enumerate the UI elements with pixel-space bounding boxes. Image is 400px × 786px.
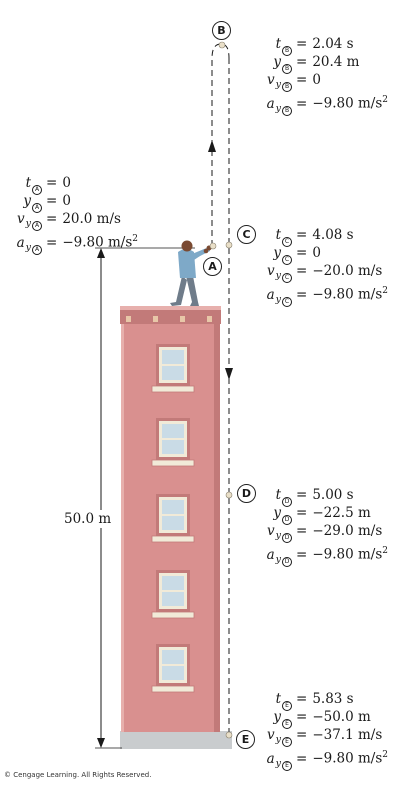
building-height-label: 50.0 m [62, 510, 114, 528]
ground [120, 731, 232, 749]
ball-d [225, 491, 233, 499]
variable-value: 5.00 s [312, 487, 354, 503]
variable-value: −50.0 m [312, 709, 371, 725]
window [151, 344, 195, 393]
variable-value: 0 [62, 175, 71, 191]
ball-c [225, 241, 233, 249]
variable-value: −20.0 m/s [312, 263, 383, 279]
ball-e [225, 731, 233, 739]
ball-b [218, 41, 226, 49]
variable-value: 5.83 s [312, 691, 354, 707]
point-e-label: E [236, 730, 255, 749]
variable-value: 20.4 m [312, 54, 360, 70]
trajectory-arrow-up [208, 140, 216, 152]
point-d-label: D [237, 484, 256, 503]
variable-value: −9.80 m/s2 [312, 95, 388, 112]
variable-value: −9.80 m/s2 [312, 546, 388, 563]
variable-value: 0 [312, 72, 321, 88]
variable-value: −9.80 m/s2 [312, 750, 388, 767]
window [151, 418, 195, 467]
parapet-top [120, 306, 221, 310]
window [151, 570, 195, 619]
building-windows [151, 344, 195, 693]
point-c-label: C [237, 225, 256, 244]
building-left-edge [121, 308, 124, 732]
variable-value: 20.0 m/s [62, 211, 121, 227]
variable-value: −37.1 m/s [312, 727, 383, 743]
point-a-label: A [203, 257, 222, 276]
trajectory-arrow-down [225, 368, 233, 380]
window [151, 494, 195, 543]
height-arrow-bottom [97, 738, 105, 748]
window [151, 644, 195, 693]
variable-value: 0 [312, 245, 321, 261]
building-parapet [120, 306, 221, 324]
copyright-notice: © Cengage Learning. All Rights Reserved. [4, 771, 152, 779]
variable-value: −9.80 m/s2 [312, 286, 388, 303]
variable-value: −22.5 m [312, 505, 371, 521]
parapet-ornaments [126, 316, 212, 322]
variable-value: 4.08 s [312, 227, 354, 243]
variable-value: −9.80 m/s2 [62, 234, 138, 251]
thrower-person [170, 240, 217, 306]
point-b-label: B [212, 21, 231, 40]
variable-value: 2.04 s [312, 36, 354, 52]
height-arrow-top [97, 248, 105, 258]
building-shade [214, 308, 220, 732]
trajectory-up [211, 43, 230, 246]
variable-value: 0 [62, 193, 71, 209]
variable-value: −29.0 m/s [312, 523, 383, 539]
